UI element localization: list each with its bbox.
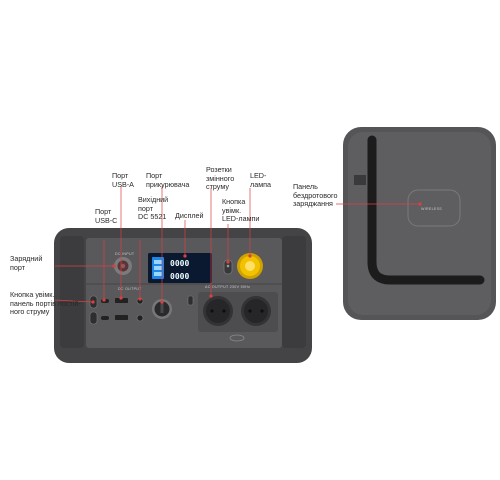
dc-output-panel: DC OUTPUT (89, 287, 172, 325)
leader-lines (54, 186, 422, 304)
callout-usb-a: Порт USB-A (112, 171, 134, 189)
charging-port: DC INPUT (114, 252, 135, 275)
display-value-top: 0000 (170, 259, 189, 268)
display-value-bottom: 0000 (170, 272, 189, 281)
callout-usb-c: Порт USB-C (95, 207, 118, 225)
callout-led-lamp: LED- лампа (250, 171, 272, 189)
power-station-side: WIRELESS (343, 127, 496, 320)
callout-dc5521: Вихідний порт DC 5521 (138, 195, 169, 222)
wireless-marking: WIRELESS (421, 207, 442, 211)
callout-dc-button: Кнопка увімк. панель портів постій- ного… (10, 290, 81, 317)
callout-wireless-pad: Панель бездротового заряджання (293, 182, 338, 209)
callout-car-port: Порт прикурювача (146, 171, 190, 189)
display-screen: 0000 0000 (148, 253, 212, 283)
callout-led-button: Кнопка увімк. LED-лампи (222, 197, 260, 224)
callout-charging-port: Зарядний порт (10, 254, 43, 272)
dc-input-marking: DC INPUT (115, 252, 135, 256)
dc-output-marking: DC OUTPUT (118, 287, 142, 291)
ac-output-marking: AC OUTPUT 230V 50Hz (205, 285, 250, 289)
led-lamp (237, 253, 263, 279)
callout-ac-outlets: Розетки змінного струму (206, 165, 235, 192)
ac-socket-1 (203, 296, 233, 326)
ac-socket-2 (241, 296, 271, 326)
ac-outlets: AC OUTPUT 230V 50Hz (187, 285, 278, 342)
callout-display: Дисплей (175, 211, 204, 220)
